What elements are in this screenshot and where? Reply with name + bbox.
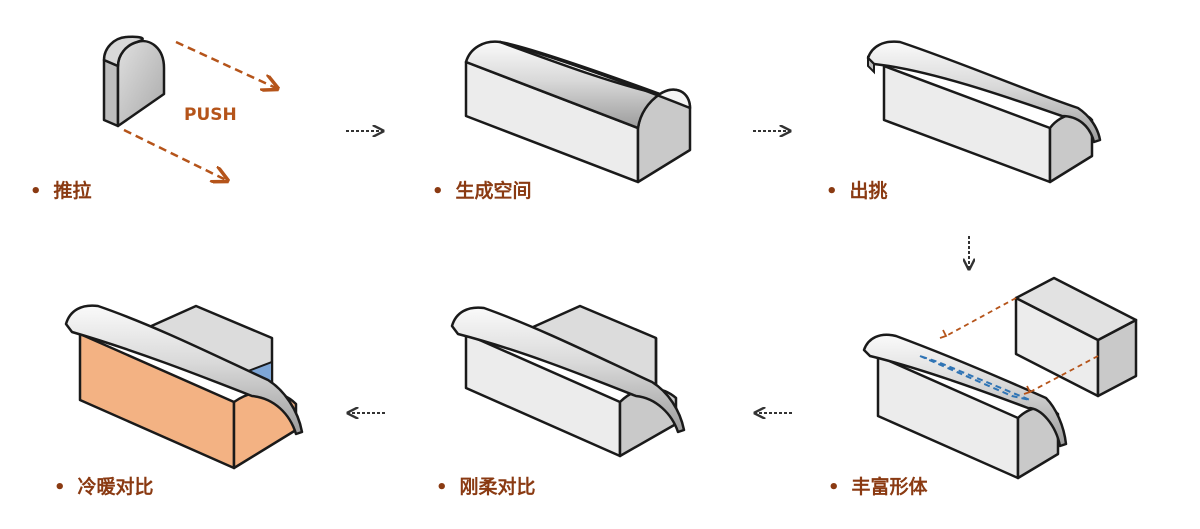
step-label-push: •推拉 bbox=[30, 180, 92, 202]
step-hard-soft-contrast-shape bbox=[450, 304, 686, 458]
push-arrow-lower bbox=[123, 128, 226, 180]
step-label-rich-form: •丰富形体 bbox=[828, 476, 928, 498]
step-label-overhang: •出挑 bbox=[826, 180, 888, 202]
push-arrow-upper bbox=[175, 40, 276, 88]
step-push-shape bbox=[102, 35, 166, 128]
step-generate-space-shape bbox=[464, 40, 692, 184]
step-overhang-shape bbox=[866, 40, 1102, 184]
step-warm-cool-contrast-shape bbox=[64, 304, 304, 470]
step-label-warm-cool-contrast: •冷暖对比 bbox=[54, 476, 154, 498]
step-label-hard-soft-contrast: •刚柔对比 bbox=[436, 476, 536, 498]
push-annotation: PUSH bbox=[184, 105, 237, 125]
step-rich-form-shape bbox=[862, 276, 1138, 480]
step-label-generate-space: •生成空间 bbox=[432, 180, 532, 202]
